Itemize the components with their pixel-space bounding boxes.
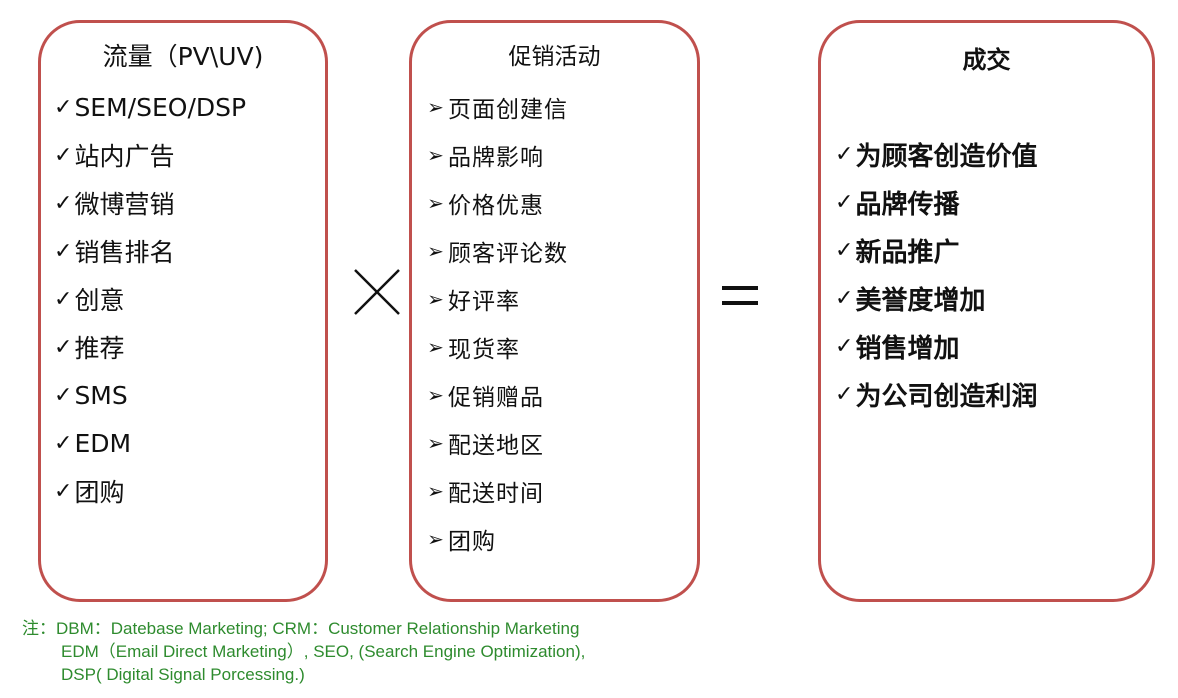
promotion-item-label: 好评率 [448,289,520,315]
footnote-line-1: 注：DBM：Datebase Marketing; CRM：Customer R… [22,619,580,638]
footnote-line-3: DSP( Digital Signal Porcessing.) [61,665,305,684]
traffic-item-label: 创意 [74,286,125,315]
check-icon: ✓ [54,430,73,456]
list-item: ✓销售增加 [835,322,1037,370]
promotion-list: ➢页面创建信 ➢品牌影响 ➢价格优惠 ➢顾客评论数 ➢好评率 ➢现货率 ➢促销赠… [426,83,568,563]
traffic-box: 流量（PV\UV) ✓SEM/SEO/DSP ✓站内广告 ✓微博营销 ✓销售排名… [38,20,328,602]
check-icon: ✓ [835,189,854,215]
list-item: ✓创意 [54,275,246,323]
traffic-item-label: EDM [74,428,132,458]
traffic-item-label: 团购 [74,478,125,507]
promotion-item-label: 页面创建信 [448,97,568,123]
promotion-item-label: 配送时间 [448,481,544,507]
traffic-item-label: SMS [74,380,128,410]
equals-icon [722,284,758,308]
list-item: ✓销售排名 [54,227,246,275]
traffic-item-label: SEM/SEO/DSP [74,92,247,122]
deal-item-label: 新品推广 [855,237,960,268]
list-item: ➢配送时间 [426,467,568,515]
traffic-list: ✓SEM/SEO/DSP ✓站内广告 ✓微博营销 ✓销售排名 ✓创意 ✓推荐 ✓… [54,83,246,515]
equals-bar-top [722,286,758,290]
deal-list: ✓为顾客创造价值 ✓品牌传播 ✓新品推广 ✓美誉度增加 ✓销售增加 ✓为公司创造… [835,130,1037,418]
arrow-bullet-icon: ➢ [427,335,445,359]
check-icon: ✓ [835,237,854,263]
check-icon: ✓ [54,478,73,504]
list-item: ➢团购 [426,515,568,563]
list-item: ✓为公司创造利润 [835,370,1037,418]
arrow-bullet-icon: ➢ [427,191,445,215]
list-item: ✓站内广告 [54,131,246,179]
deal-item-label: 品牌传播 [855,189,960,220]
list-item: ➢顾客评论数 [426,227,568,275]
promotion-item-label: 品牌影响 [448,145,544,171]
footnote: 注：DBM：Datebase Marketing; CRM：Customer R… [22,617,585,686]
arrow-bullet-icon: ➢ [427,431,445,455]
traffic-item-label: 销售排名 [74,238,175,267]
arrow-bullet-icon: ➢ [427,95,445,119]
list-item: ➢品牌影响 [426,131,568,179]
promotion-item-label: 团购 [448,529,496,555]
equals-bar-bottom [722,301,758,305]
deal-item-label: 销售增加 [855,333,960,364]
arrow-bullet-icon: ➢ [427,287,445,311]
list-item: ➢促销赠品 [426,371,568,419]
check-icon: ✓ [835,285,854,311]
list-item: ➢现货率 [426,323,568,371]
list-item: ✓新品推广 [835,226,1037,274]
list-item: ✓SEM/SEO/DSP [54,83,246,131]
list-item: ✓推荐 [54,323,246,371]
promotion-item-label: 顾客评论数 [448,241,568,267]
arrow-bullet-icon: ➢ [427,239,445,263]
list-item: ➢页面创建信 [426,83,568,131]
arrow-bullet-icon: ➢ [427,383,445,407]
list-item: ➢配送地区 [426,419,568,467]
deal-item-label: 美誉度增加 [855,285,986,316]
list-item: ➢好评率 [426,275,568,323]
list-item: ✓品牌传播 [835,178,1037,226]
deal-item-label: 为顾客创造价值 [855,141,1038,172]
list-item: ➢价格优惠 [426,179,568,227]
multiply-icon [354,269,400,315]
check-icon: ✓ [835,141,854,167]
traffic-item-label: 推荐 [74,334,125,363]
list-item: ✓SMS [54,371,246,419]
deal-item-label: 为公司创造利润 [855,381,1038,412]
list-item: ✓EDM [54,419,246,467]
check-icon: ✓ [54,94,73,120]
check-icon: ✓ [835,333,854,359]
traffic-item-label: 微博营销 [74,190,175,219]
promotion-title: 促销活动 [508,44,601,70]
footnote-line-2: EDM（Email Direct Marketing）, SEO, (Searc… [61,642,586,661]
promotion-item-label: 促销赠品 [448,385,544,411]
arrow-bullet-icon: ➢ [427,479,445,503]
promotion-item-label: 现货率 [448,337,520,363]
promotion-box: 促销活动 ➢页面创建信 ➢品牌影响 ➢价格优惠 ➢顾客评论数 ➢好评率 ➢现货率… [409,20,700,602]
traffic-item-label: 站内广告 [74,142,175,171]
list-item: ✓团购 [54,467,246,515]
promotion-item-label: 配送地区 [448,433,544,459]
arrow-bullet-icon: ➢ [427,527,445,551]
check-icon: ✓ [54,238,73,264]
list-item: ✓美誉度增加 [835,274,1037,322]
check-icon: ✓ [54,334,73,360]
promotion-item-label: 价格优惠 [448,193,544,219]
deal-box: 成交 ✓为顾客创造价值 ✓品牌传播 ✓新品推广 ✓美誉度增加 ✓销售增加 ✓为公… [818,20,1155,602]
list-item: ✓微博营销 [54,179,246,227]
list-item: ✓为顾客创造价值 [835,130,1037,178]
check-icon: ✓ [54,142,73,168]
check-icon: ✓ [54,286,73,312]
traffic-title: 流量（PV\UV) [102,42,264,71]
check-icon: ✓ [54,190,73,216]
arrow-bullet-icon: ➢ [427,143,445,167]
check-icon: ✓ [54,382,73,408]
check-icon: ✓ [835,381,854,407]
deal-title: 成交 [962,46,1011,74]
